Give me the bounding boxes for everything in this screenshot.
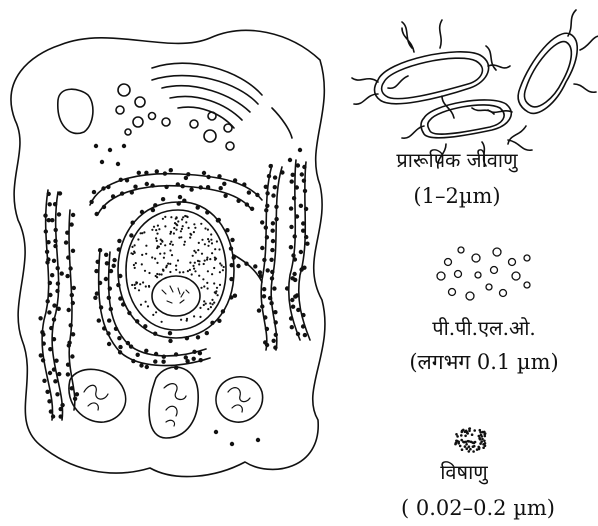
virus-illustration bbox=[454, 427, 486, 453]
pplo-size-label: (लगभग 0.1 µm) bbox=[378, 352, 590, 373]
virus-size-label: ( 0.02–0.2 µm) bbox=[380, 498, 576, 519]
virus-name-label: विषाणु bbox=[404, 462, 524, 482]
golgi-apparatus bbox=[152, 63, 292, 138]
bacteria-illustration bbox=[352, 10, 598, 168]
chromatin-dots bbox=[130, 215, 224, 323]
bacteria-size-label: (1–2µm) bbox=[372, 186, 542, 207]
pplo-name-label: पी.पी.एल.ओ. bbox=[404, 318, 564, 338]
mitochondria bbox=[69, 367, 263, 438]
vacuole bbox=[58, 89, 93, 133]
pplo-illustration bbox=[437, 247, 530, 300]
rough-endoplasmic-reticulum bbox=[42, 160, 310, 420]
nucleolus bbox=[152, 276, 200, 316]
vesicles bbox=[116, 84, 234, 150]
bacteria-name-label: प्रारूपिक जीवाणु bbox=[372, 150, 542, 170]
ribosome-dots bbox=[38, 144, 309, 446]
